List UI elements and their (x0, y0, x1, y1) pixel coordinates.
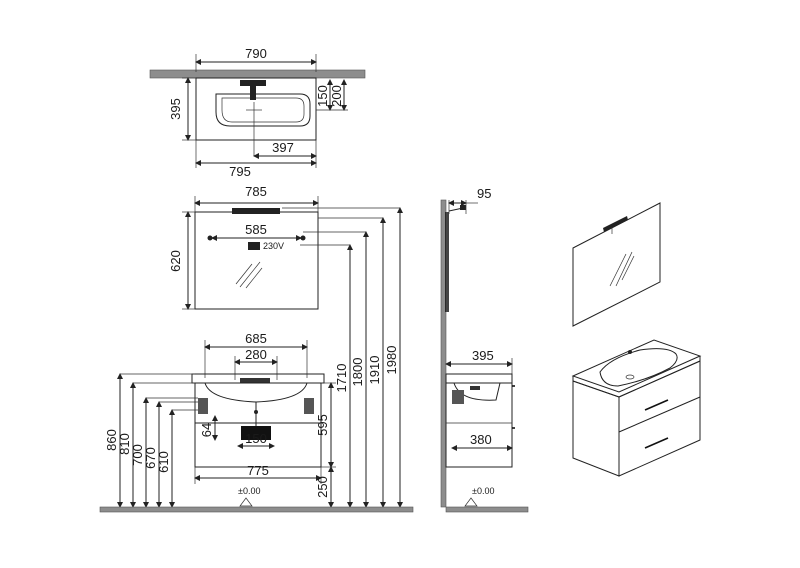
dim-860: 860 (104, 429, 119, 451)
lamp-icon (232, 208, 280, 214)
dim-top-depth: 395 (168, 98, 183, 120)
side-countertop (445, 373, 513, 384)
floor-level-front: ±0.00 (238, 486, 260, 496)
dim-610: 610 (156, 451, 171, 473)
dim-basin-685: 685 (245, 331, 267, 346)
mount-right (304, 398, 314, 414)
dim-cabinet-width: 775 (247, 463, 269, 478)
mount-left (198, 398, 208, 414)
drawer-handle-bottom (644, 437, 669, 449)
perspective-lamp (603, 216, 628, 232)
dim-1980: 1980 (384, 346, 399, 375)
dim-top-width: 790 (245, 46, 267, 61)
cabinet-body (194, 382, 322, 468)
mirror-front-view: 785 585 230V 620 (168, 184, 319, 310)
side-cabinet (445, 382, 513, 468)
dim-inner-280: 280 (245, 347, 267, 362)
dim-drawer-64: 64 (199, 423, 214, 437)
perspective-cabinet-front (618, 360, 701, 477)
perspective-countertop (571, 339, 702, 393)
dim-tap-397: 397 (272, 140, 294, 155)
dim-1910: 1910 (367, 356, 382, 385)
dim-mirror-holes: 585 (245, 222, 267, 237)
dim-1800: 1800 (350, 358, 365, 387)
perspective-basin (599, 348, 678, 387)
dim-cabinet-height: 595 (315, 414, 330, 436)
dim-side-lamp: 95 (477, 186, 491, 201)
basin-bowl (215, 93, 311, 127)
dim-side-inner: 380 (470, 432, 492, 447)
dim-floor-250: 250 (315, 476, 330, 498)
dim-mirror-height: 620 (168, 250, 183, 272)
dim-top-bottom: 795 (229, 164, 251, 179)
right-height-dimensions: 1710 1800 1910 1980 (282, 207, 403, 508)
tap-icon (240, 80, 266, 86)
top-view: 790 395 150 200 397 795 (149, 46, 366, 179)
cabinet-front-view: 685 280 64 150 775 595 (191, 331, 336, 508)
front-floor: ±0.00 (99, 486, 414, 513)
wall-side (440, 199, 447, 508)
outlet-label: 230V (263, 241, 284, 251)
countertop-outline (195, 77, 317, 141)
dim-bowl-200: 200 (329, 85, 344, 107)
wall-top (149, 69, 366, 79)
left-height-dimensions: 860 810 700 670 610 (104, 373, 198, 508)
outlet-icon (248, 242, 260, 250)
dim-1710: 1710 (334, 364, 349, 393)
side-view: 95 395 380 ±0.00 (440, 186, 529, 513)
floor-level-side: ±0.00 (472, 486, 494, 496)
dim-mirror-width: 785 (245, 184, 267, 199)
drawer-handle-top (644, 399, 669, 411)
basin-profile (204, 382, 308, 403)
dim-bowl-150: 150 (315, 85, 330, 107)
dim-670: 670 (143, 447, 158, 469)
dim-700: 700 (130, 444, 145, 466)
siphon-icon (241, 426, 271, 440)
dim-side-depth: 395 (472, 348, 494, 363)
perspective-mirror (572, 202, 661, 327)
dim-drawer-150: 150 (245, 431, 267, 446)
perspective-cabinet-side (572, 380, 620, 477)
perspective-view (571, 202, 702, 477)
dim-810: 810 (117, 433, 132, 455)
